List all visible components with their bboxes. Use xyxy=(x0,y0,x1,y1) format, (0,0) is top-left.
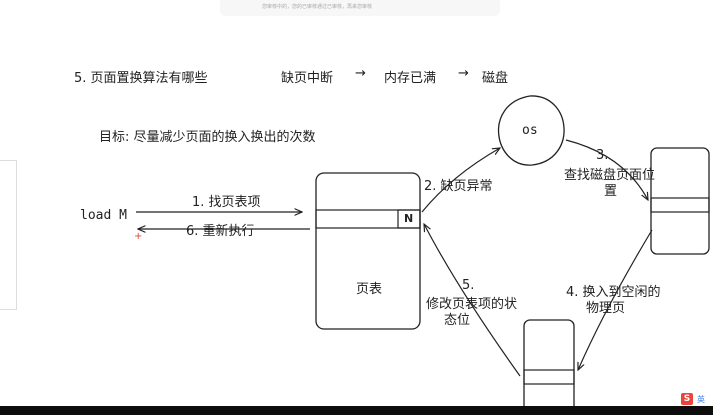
arrow-page-fault xyxy=(421,148,500,213)
physical-memory-box xyxy=(523,319,575,415)
flow-step-disk: 磁盘 xyxy=(482,71,509,86)
input-method-lang[interactable]: 英 xyxy=(697,395,705,404)
bottom-bar xyxy=(0,406,713,415)
label-reexecute: 6. 重新执行 xyxy=(186,224,255,239)
label-update-line1: 修改页表项的状 xyxy=(426,297,518,312)
top-notice-text: 您审核中的，您的已审核通过已审核，再来您审核 xyxy=(262,4,373,10)
os-ellipse xyxy=(497,95,565,166)
flow-step-page-fault: 缺页中断 xyxy=(281,71,334,86)
arrow-swap-in xyxy=(578,229,653,370)
physical-memory-slot xyxy=(523,369,575,385)
page-table-label: 页表 xyxy=(356,282,383,297)
label-find-disk-number: 3. xyxy=(596,148,609,163)
n-flag-box xyxy=(397,209,421,229)
n-flag: N xyxy=(404,212,414,225)
disk-slot xyxy=(650,197,710,213)
label-find-entry: 1. 找页表项 xyxy=(192,195,261,210)
disk-box xyxy=(650,147,710,255)
flow-arrow-1: → xyxy=(355,66,366,81)
arrow-update-entry xyxy=(424,224,521,377)
top-notice-bar xyxy=(220,0,500,16)
heading: 5. 页面置换算法有哪些 xyxy=(74,71,208,86)
page-table-box xyxy=(315,172,421,330)
label-find-disk-line1: 查找磁盘页面位 xyxy=(564,168,656,183)
label-swap-in-line1: 4. 换入到空闲的 xyxy=(566,285,661,300)
side-panel[interactable] xyxy=(0,160,17,310)
label-find-disk-line2: 置 xyxy=(604,184,618,199)
flow-arrow-2: → xyxy=(458,66,469,81)
flow-step-memory-full: 内存已满 xyxy=(384,71,437,86)
label-update-line2: 态位 xyxy=(444,313,471,328)
label-update-number: 5. xyxy=(462,278,475,293)
goal-text: 目标: 尽量减少页面的换入换出的次数 xyxy=(99,130,316,145)
input-method-logo[interactable]: S xyxy=(681,393,693,405)
arrow-find-disk xyxy=(565,139,648,200)
load-instruction: load M xyxy=(80,208,127,223)
cursor-mark: + xyxy=(134,231,143,242)
os-label: os xyxy=(522,123,538,138)
label-swap-in-line2: 物理页 xyxy=(586,301,626,316)
label-page-fault: 2. 缺页异常 xyxy=(424,179,493,194)
